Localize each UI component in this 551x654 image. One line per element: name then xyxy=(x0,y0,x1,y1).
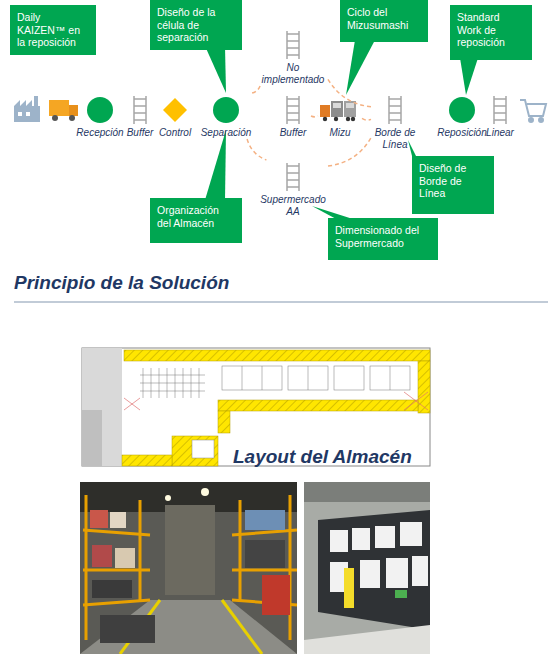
shelf-icon xyxy=(258,160,328,194)
shelf-node: No implementado xyxy=(258,28,328,86)
circle-icon xyxy=(75,93,125,127)
mizu-icon xyxy=(318,93,362,127)
flow-connector xyxy=(362,118,371,120)
shelf-node: Borde de Línea xyxy=(371,93,419,151)
callout-box: Diseño de la célula de separación xyxy=(150,0,242,50)
flow-connector xyxy=(247,139,266,160)
callout-text: Organización del Almacén xyxy=(157,204,219,229)
node-label: Buffer xyxy=(122,127,158,139)
circle-node: Recepción xyxy=(75,93,125,139)
warehouse-photo xyxy=(80,482,297,654)
node-label: Mizu xyxy=(318,127,362,139)
flow-connector xyxy=(328,79,371,106)
circle-icon xyxy=(437,93,487,127)
figure-caption: Layout del Almacén xyxy=(233,446,412,468)
node-label: Supermercado AA xyxy=(258,194,328,218)
callout-box: Standard Work de reposición xyxy=(450,5,532,60)
mizu-node: Mizu xyxy=(318,93,362,139)
board-photo xyxy=(304,482,430,654)
shelf-node: Supermercado AA xyxy=(258,160,328,218)
flow-connector xyxy=(328,138,371,166)
flow-connector xyxy=(311,115,318,117)
circle-node: Separación xyxy=(198,93,254,139)
shelf-icon xyxy=(483,93,517,127)
node-label: Buffer xyxy=(275,127,311,139)
diamond-icon xyxy=(157,93,193,127)
circle-node: Reposición xyxy=(437,93,487,139)
title-rule xyxy=(14,301,548,302)
node-label: Control xyxy=(157,127,193,139)
node-label: Reposición xyxy=(437,127,487,139)
shelf-node: Buffer xyxy=(275,93,311,139)
callout-text: Daily KAIZEN™ en la reposición xyxy=(17,11,80,48)
callout-box: Ciclo del Mizusumashi xyxy=(340,0,428,42)
callout-box: Dimensionado del Supermercado xyxy=(328,218,438,260)
node-label: Borde de Línea xyxy=(371,127,419,151)
node-label: Recepción xyxy=(75,127,125,139)
callout-box: Diseño de Borde de Línea xyxy=(412,156,494,214)
shelf-icon xyxy=(122,93,158,127)
cart-icon xyxy=(520,100,546,122)
node-label: No implementado xyxy=(258,62,328,86)
circle-icon xyxy=(198,93,254,127)
node-label: Separación xyxy=(198,127,254,139)
callout-text: Diseño de la célula de separación xyxy=(157,6,215,43)
callout-text: Diseño de Borde de Línea xyxy=(419,162,466,199)
callout-text: Ciclo del Mizusumashi xyxy=(347,6,408,31)
factory-icon xyxy=(14,96,40,122)
section-title: Principio de la Solución xyxy=(14,272,229,294)
shelf-node: Linear xyxy=(483,93,517,139)
callout-box: Daily KAIZEN™ en la reposición xyxy=(10,5,96,55)
node-label: Linear xyxy=(483,127,517,139)
flow-connector xyxy=(252,86,260,93)
callout-text: Dimensionado del Supermercado xyxy=(335,224,419,249)
callout-text: Standard Work de reposición xyxy=(457,11,505,48)
diamond-node: Control xyxy=(157,93,193,139)
truck-icon xyxy=(49,100,78,121)
shelf-node: Buffer xyxy=(122,93,158,139)
shelf-icon xyxy=(371,93,419,127)
callout-box: Organización del Almacén xyxy=(150,198,242,243)
shelf-icon xyxy=(258,28,328,62)
shelf-icon xyxy=(275,93,311,127)
